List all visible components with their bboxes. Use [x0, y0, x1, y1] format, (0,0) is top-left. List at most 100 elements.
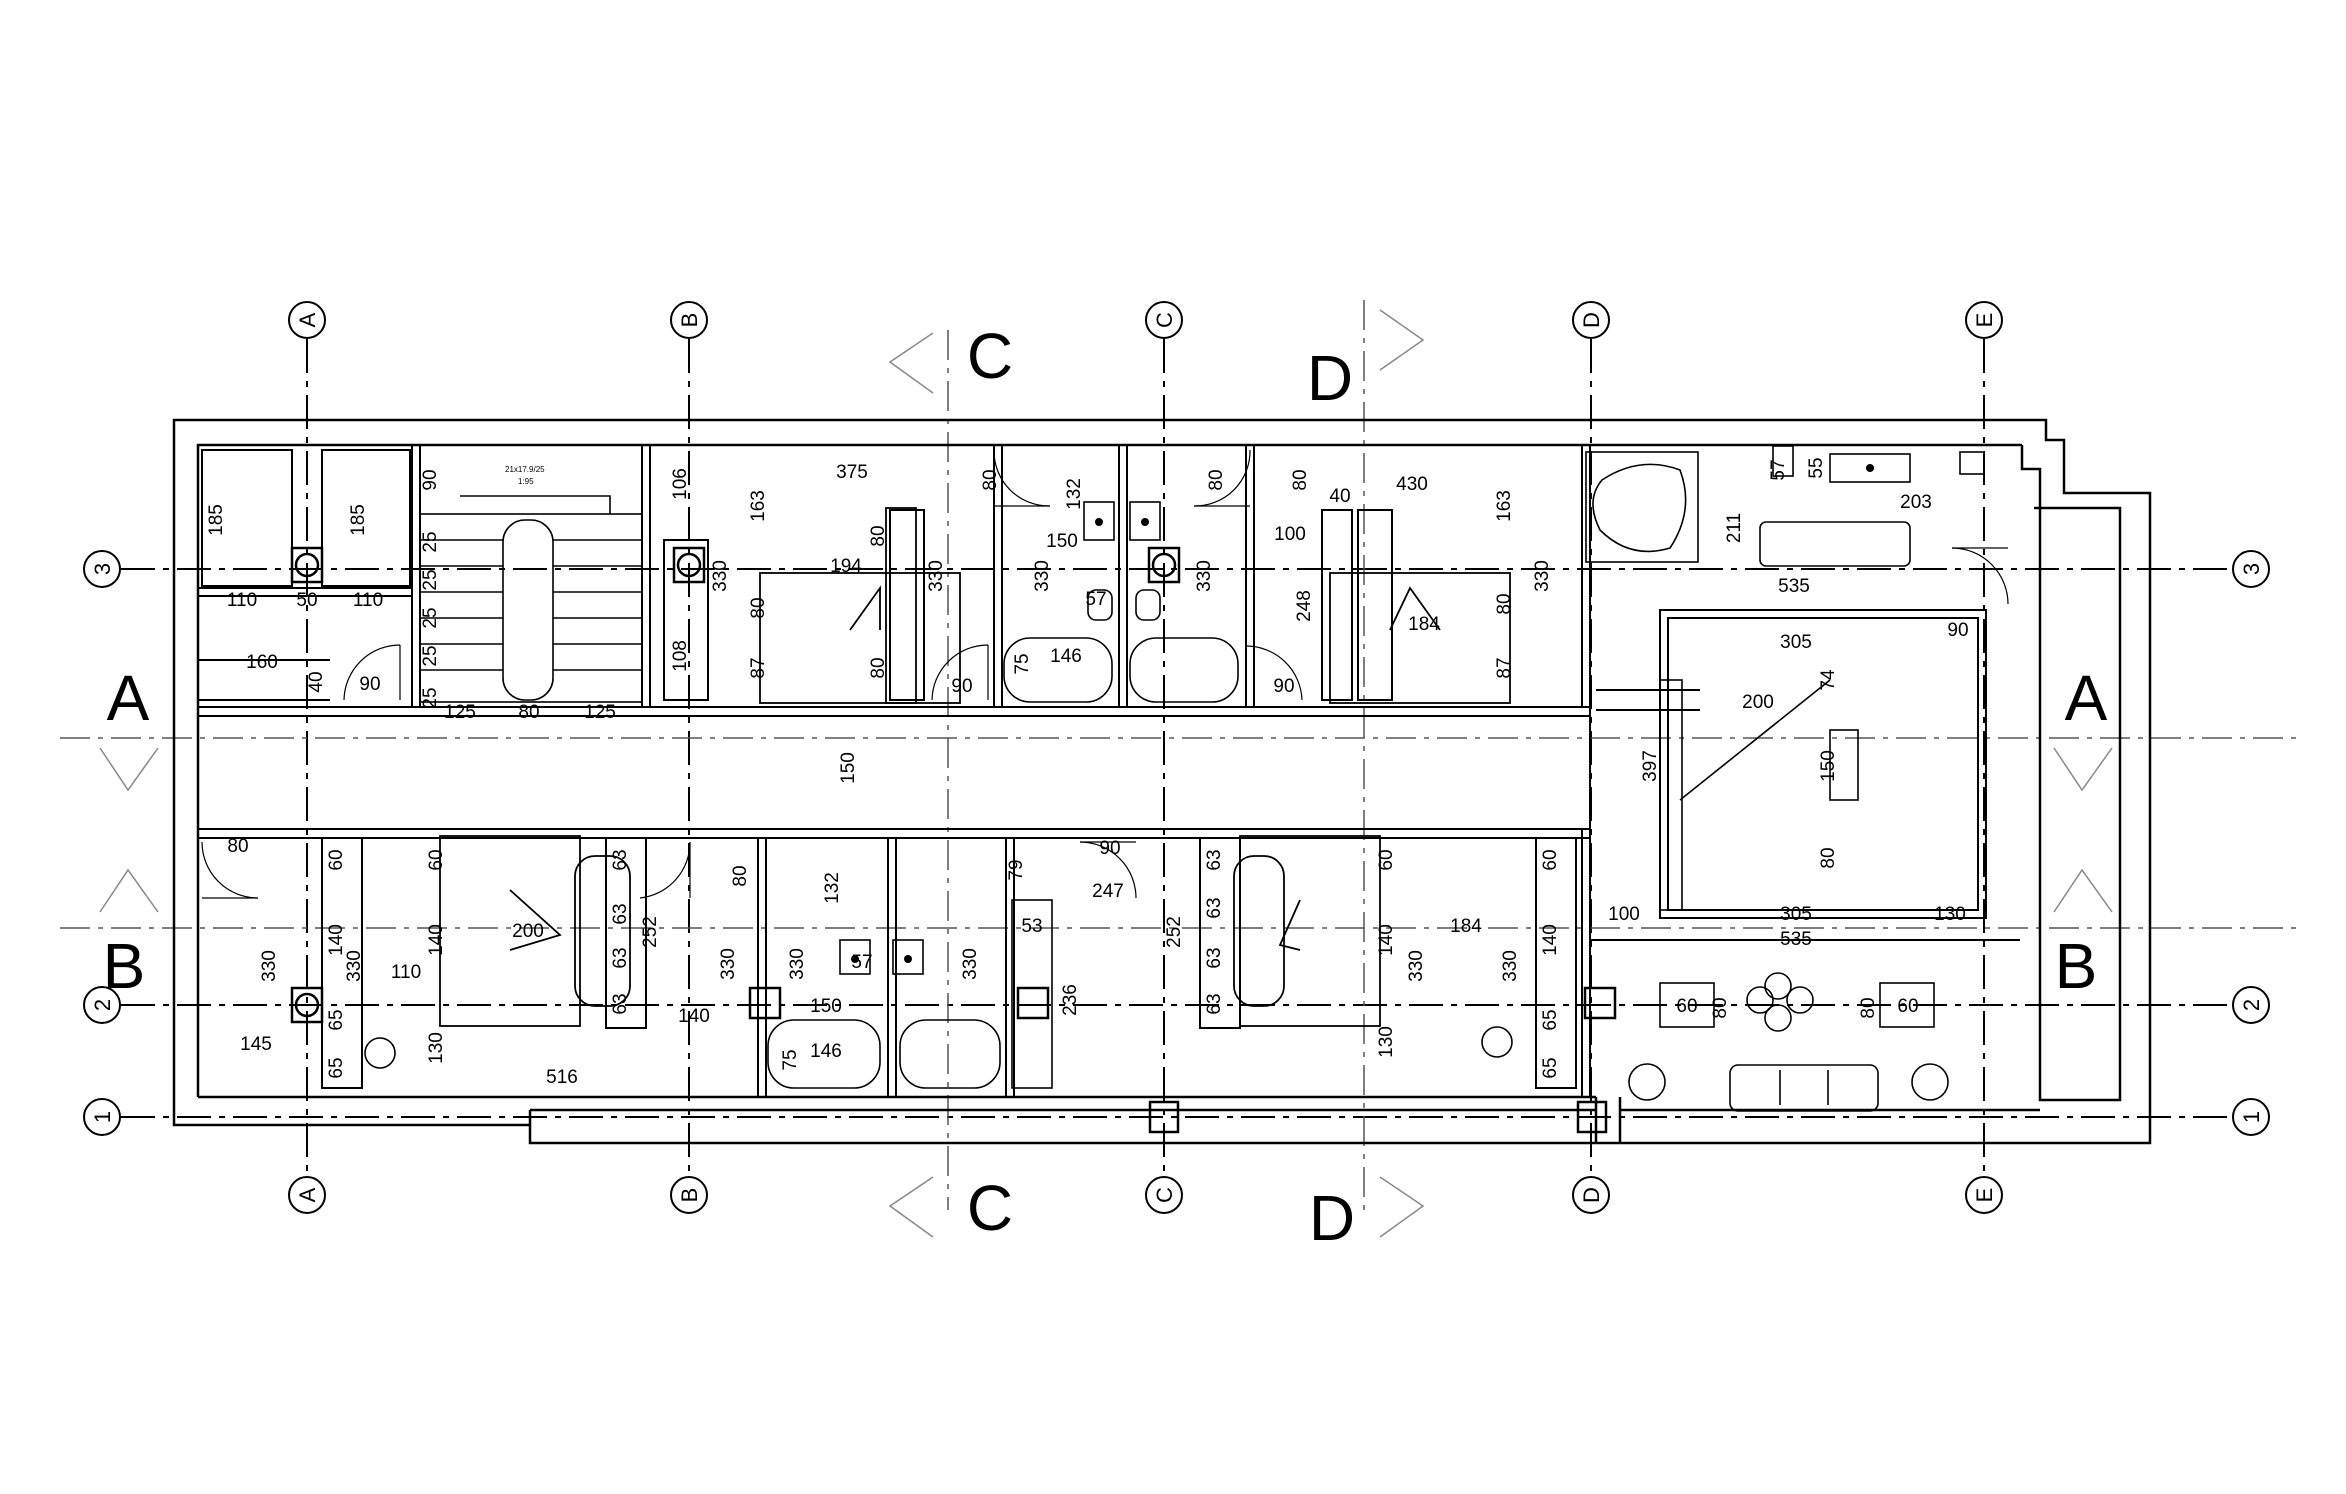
grid-label-d-top: D [1579, 312, 1604, 328]
dim-535b: 535 [1780, 929, 1812, 950]
dim-80st: 80 [518, 702, 539, 723]
dim-150c: 150 [838, 752, 859, 784]
column-markers [290, 546, 1617, 1134]
dimension-labels: 185 185 110 50 110 160 40 90 90 25 25 25… [206, 457, 1969, 1088]
dim-80m: 80 [1818, 847, 1839, 868]
dim-185a: 185 [206, 504, 227, 536]
section-lines [60, 300, 2300, 1210]
grid-label-b-bottom: B [677, 1188, 702, 1203]
dim-63g: 63 [1204, 947, 1225, 968]
dim-330b6: 330 [787, 948, 808, 980]
dim-247: 247 [1092, 881, 1124, 902]
dim-100a: 100 [1274, 524, 1306, 545]
dim-163b: 163 [1494, 490, 1515, 522]
dim-60l: 60 [1676, 996, 1697, 1017]
dim-40: 40 [306, 671, 327, 692]
dim-80r1d: 80 [868, 657, 889, 678]
dim-79: 79 [1006, 859, 1027, 880]
dim-200b: 200 [512, 921, 544, 942]
dim-106: 106 [670, 468, 691, 500]
dim-74: 74 [1818, 669, 1839, 691]
dim-140b1: 140 [326, 924, 347, 956]
dim-57a: 57 [1085, 589, 1106, 610]
dim-330b3: 330 [259, 950, 280, 982]
dim-330r1b: 330 [926, 560, 947, 592]
dim-184b: 184 [1450, 916, 1482, 937]
dim-80r1b: 80 [868, 525, 889, 546]
dim-90bb: 90 [1099, 838, 1120, 859]
dim-185b: 185 [348, 504, 369, 536]
dim-330r1a: 330 [710, 560, 731, 592]
dim-140b3: 140 [678, 1006, 710, 1027]
dim-330b1: 330 [1032, 560, 1053, 592]
dim-80r1a: 80 [980, 469, 1001, 490]
dim-75b: 75 [780, 1049, 801, 1070]
dim-63e: 63 [1204, 849, 1225, 870]
dim-140b4: 140 [1376, 924, 1397, 956]
dim-330b8: 330 [1500, 950, 1521, 982]
dim-63h: 63 [1204, 993, 1225, 1014]
dim-25d: 25 [420, 645, 441, 666]
exterior-walls [172, 418, 2152, 1145]
dim-150a: 150 [1046, 531, 1078, 552]
dim-80r1c: 80 [748, 597, 769, 618]
dim-60b4: 60 [1540, 849, 1561, 870]
grid-label-c-top: C [1152, 312, 1177, 328]
dim-75a: 75 [1012, 653, 1033, 674]
stair-note-1: 21x17.9/25 [505, 465, 545, 474]
plumbing-icons [851, 464, 1874, 963]
grid-label-b-top: B [677, 313, 702, 328]
row-bubbles [83, 550, 2270, 1136]
dim-80bl: 80 [227, 836, 248, 857]
grid-label-1-left: 1 [90, 1111, 115, 1123]
dim-236: 236 [1060, 984, 1081, 1016]
dim-125a: 125 [444, 702, 476, 723]
dim-305a: 305 [1780, 632, 1812, 653]
interior-walls [198, 445, 2020, 1097]
dim-252b: 252 [1164, 916, 1185, 948]
dim-63d: 63 [610, 993, 631, 1014]
dim-330b4: 330 [344, 950, 365, 982]
dim-516: 516 [546, 1067, 578, 1088]
dim-330b5: 330 [718, 948, 739, 980]
dim-63f: 63 [1204, 897, 1225, 918]
dim-110b3: 110 [391, 962, 421, 983]
grid-label-a-bottom: A [295, 1187, 320, 1202]
dim-90st: 90 [420, 469, 441, 490]
dim-90a: 90 [359, 674, 380, 695]
dim-145: 145 [240, 1034, 272, 1055]
dim-60r: 60 [1897, 996, 1918, 1017]
section-d-top: D [1307, 342, 1353, 414]
dim-110b: 110 [353, 590, 383, 611]
dim-25e: 25 [420, 687, 441, 708]
grid-label-2-right: 2 [2239, 999, 2264, 1011]
grid-label-3-right: 3 [2239, 563, 2264, 575]
dim-248: 248 [1294, 590, 1315, 622]
dim-375: 375 [836, 462, 868, 483]
dim-57m: 57 [1768, 459, 1789, 480]
grid-label-c-bottom: C [1152, 1187, 1177, 1203]
dim-130b: 130 [426, 1032, 447, 1064]
column-bubbles [288, 301, 2003, 1214]
dim-80r2b: 80 [1494, 593, 1515, 614]
grid-label-2-left: 2 [90, 999, 115, 1011]
section-a-left: A [107, 662, 150, 734]
section-b-right: B [2055, 930, 2098, 1002]
dim-65b4: 65 [1540, 1057, 1561, 1078]
dim-140b5: 140 [1540, 924, 1561, 956]
dim-80r2a: 80 [1206, 469, 1227, 490]
dim-63b: 63 [610, 903, 631, 924]
dim-146b: 146 [810, 1041, 842, 1062]
dim-140b2: 140 [426, 924, 447, 956]
dim-330b9: 330 [960, 948, 981, 980]
dim-200m: 200 [1742, 692, 1774, 713]
door-swings [201, 449, 2009, 899]
dim-330r2: 330 [1532, 560, 1553, 592]
dim-25a: 25 [420, 531, 441, 552]
dim-60b3: 60 [1376, 849, 1397, 870]
dim-203: 203 [1900, 492, 1932, 513]
grid-label-e-bottom: E [1972, 1188, 1997, 1203]
dim-397: 397 [1640, 750, 1661, 782]
dim-132a: 132 [1064, 478, 1085, 510]
